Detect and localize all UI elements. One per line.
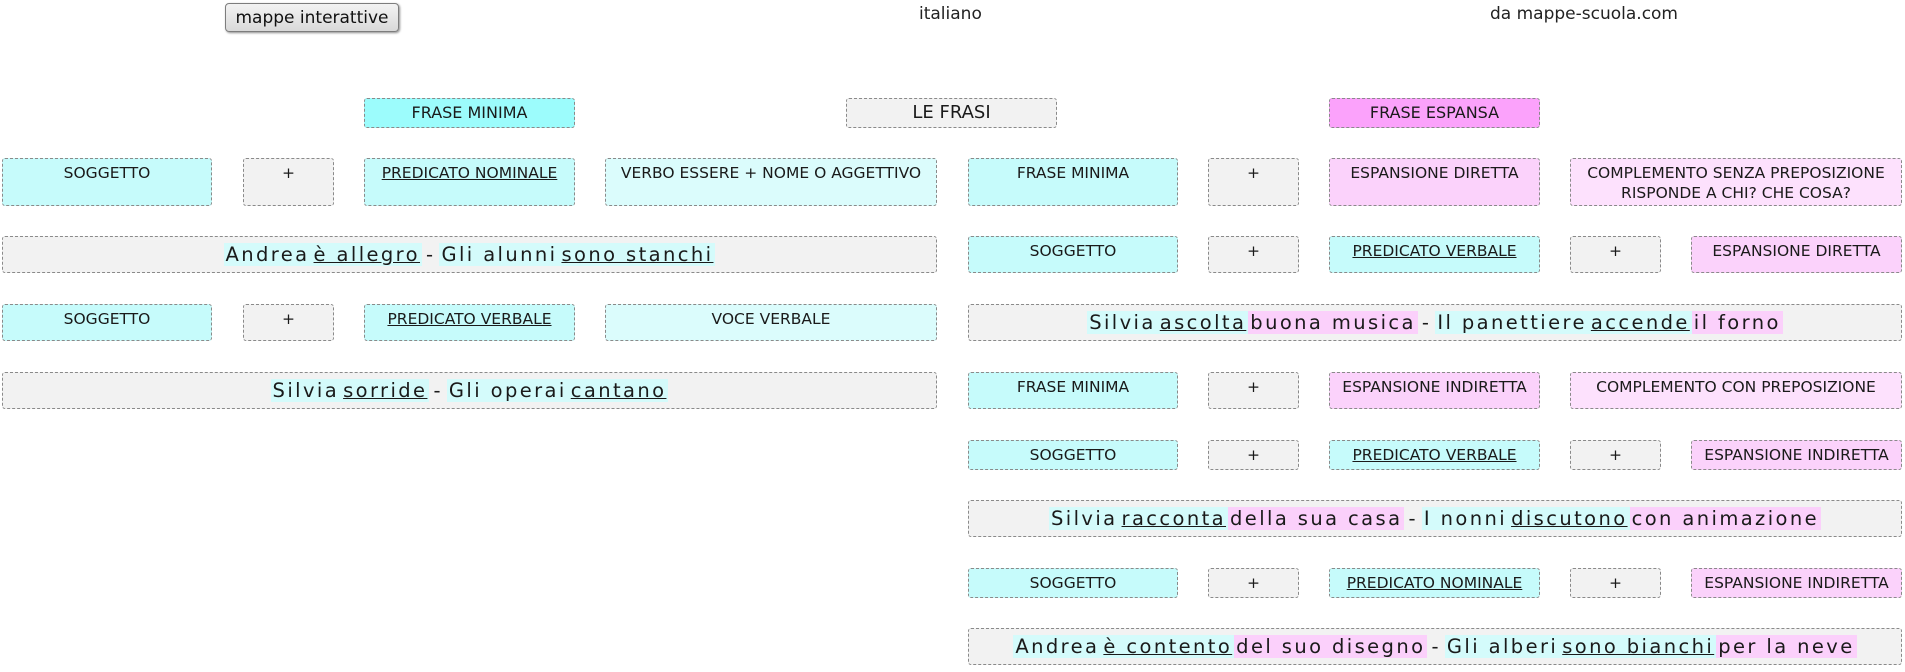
left-plus-box-2: + — [243, 304, 334, 341]
espansione-diretta-box[interactable]: ESPANSIONE DIRETTA — [1329, 158, 1540, 206]
sentence-word: sorride — [341, 379, 430, 402]
sentence-word: accende — [1588, 311, 1692, 334]
right-soggetto-box-2[interactable]: SOGGETTO — [968, 440, 1178, 470]
sentence-word: I nonni — [1421, 507, 1510, 530]
sentence-separator: - — [1408, 507, 1418, 530]
sentence-word: della sua casa — [1228, 507, 1405, 530]
sentence-word: il forno — [1691, 311, 1783, 334]
sentence-word: sono bianchi — [1560, 635, 1717, 658]
sentence-word: Silvia — [1049, 507, 1120, 530]
espansione-diretta-desc: COMPLEMENTO SENZA PREPOSIZIONE RISPONDE … — [1570, 158, 1902, 206]
sentence-word: Silvia — [270, 379, 342, 402]
right-frase-minima-box[interactable]: FRASE MINIMA — [968, 158, 1178, 206]
right-plus-box: + — [1208, 440, 1299, 470]
sentence-word: buona musica — [1248, 311, 1418, 334]
left-sentence-1: Andrea è allegro - Gli alunni sono stanc… — [2, 236, 937, 273]
sentence-word: Andrea — [1013, 635, 1102, 658]
espansione-indiretta-box[interactable]: ESPANSIONE INDIRETTA — [1329, 372, 1540, 409]
right-soggetto-box-3[interactable]: SOGGETTO — [968, 568, 1178, 598]
sentence-word: cantano — [568, 379, 669, 402]
left-soggetto-box-2[interactable]: SOGGETTO — [2, 304, 212, 341]
right-espansione-diretta-box[interactable]: ESPANSIONE DIRETTA — [1691, 236, 1902, 273]
right-frase-minima-box-2[interactable]: FRASE MINIMA — [968, 372, 1178, 409]
frase-espansa-title[interactable]: FRASE ESPANSA — [1329, 98, 1540, 128]
sentence-word: con animazione — [1629, 507, 1821, 530]
source-label: da mappe-scuola.com — [1490, 4, 1678, 24]
left-predicato-nominale-desc: VERBO ESSERE + NOME O AGGETTIVO — [605, 158, 937, 206]
sentence-word: del suo disegno — [1234, 635, 1428, 658]
left-sentence-2: Silvia sorride - Gli operai cantano — [2, 372, 937, 409]
frase-minima-title[interactable]: FRASE MINIMA — [364, 98, 575, 128]
sentence-word: Andrea — [223, 243, 312, 266]
sentence-word: sono stanchi — [559, 243, 716, 266]
left-predicato-nominale-box[interactable]: PREDICATO NOMINALE — [364, 158, 575, 206]
espansione-indiretta-desc: COMPLEMENTO CON PREPOSIZIONE — [1570, 372, 1902, 409]
right-predicato-nominale-box[interactable]: PREDICATO NOMINALE — [1329, 568, 1540, 598]
sentence-word: discutono — [1509, 507, 1630, 530]
sentence-separator: - — [426, 243, 436, 266]
left-plus-box: + — [243, 158, 334, 206]
sentence-word: Gli alunni — [439, 243, 560, 266]
right-plus-box: + — [1570, 568, 1661, 598]
right-plus-box: + — [1570, 236, 1661, 273]
sentence-word: racconta — [1119, 507, 1229, 530]
right-predicato-verbale-box-2[interactable]: PREDICATO VERBALE — [1329, 440, 1540, 470]
right-espansione-indiretta-box[interactable]: ESPANSIONE INDIRETTA — [1691, 440, 1902, 470]
sentence-word: Gli alberi — [1444, 635, 1561, 658]
sentence-word: per la neve — [1716, 635, 1857, 658]
sentence-word: Gli operai — [446, 379, 569, 402]
sentence-separator: - — [1421, 311, 1432, 334]
sentence-separator: - — [433, 379, 443, 402]
right-soggetto-box[interactable]: SOGGETTO — [968, 236, 1178, 273]
right-plus-box: + — [1208, 372, 1299, 409]
left-predicato-verbale-box[interactable]: PREDICATO VERBALE — [364, 304, 575, 341]
right-sentence-3: Andrea è contento del suo disegno - Gli … — [968, 628, 1902, 665]
left-soggetto-box[interactable]: SOGGETTO — [2, 158, 212, 206]
subject-label: italiano — [919, 4, 982, 24]
mappe-interattive-button[interactable]: mappe interattive — [225, 3, 399, 32]
right-sentence-2: Silvia racconta della sua casa - I nonni… — [968, 500, 1902, 537]
left-predicato-verbale-desc: VOCE VERBALE — [605, 304, 937, 341]
right-espansione-indiretta-box-2[interactable]: ESPANSIONE INDIRETTA — [1691, 568, 1902, 598]
right-plus-box: + — [1208, 158, 1299, 206]
sentence-separator: - — [1431, 635, 1441, 658]
right-plus-box: + — [1208, 236, 1299, 273]
sentence-word: Il panettiere — [1435, 311, 1589, 334]
le-frasi-title[interactable]: LE FRASI — [846, 98, 1057, 128]
sentence-word: Silvia — [1087, 311, 1158, 334]
sentence-word: è allegro — [311, 243, 423, 266]
right-plus-box: + — [1570, 440, 1661, 470]
sentence-word: è contento — [1101, 635, 1235, 658]
right-sentence-1: Silvia ascolta buona musica - Il panetti… — [968, 304, 1902, 341]
right-plus-box: + — [1208, 568, 1299, 598]
sentence-word: ascolta — [1157, 311, 1249, 334]
right-predicato-verbale-box[interactable]: PREDICATO VERBALE — [1329, 236, 1540, 273]
